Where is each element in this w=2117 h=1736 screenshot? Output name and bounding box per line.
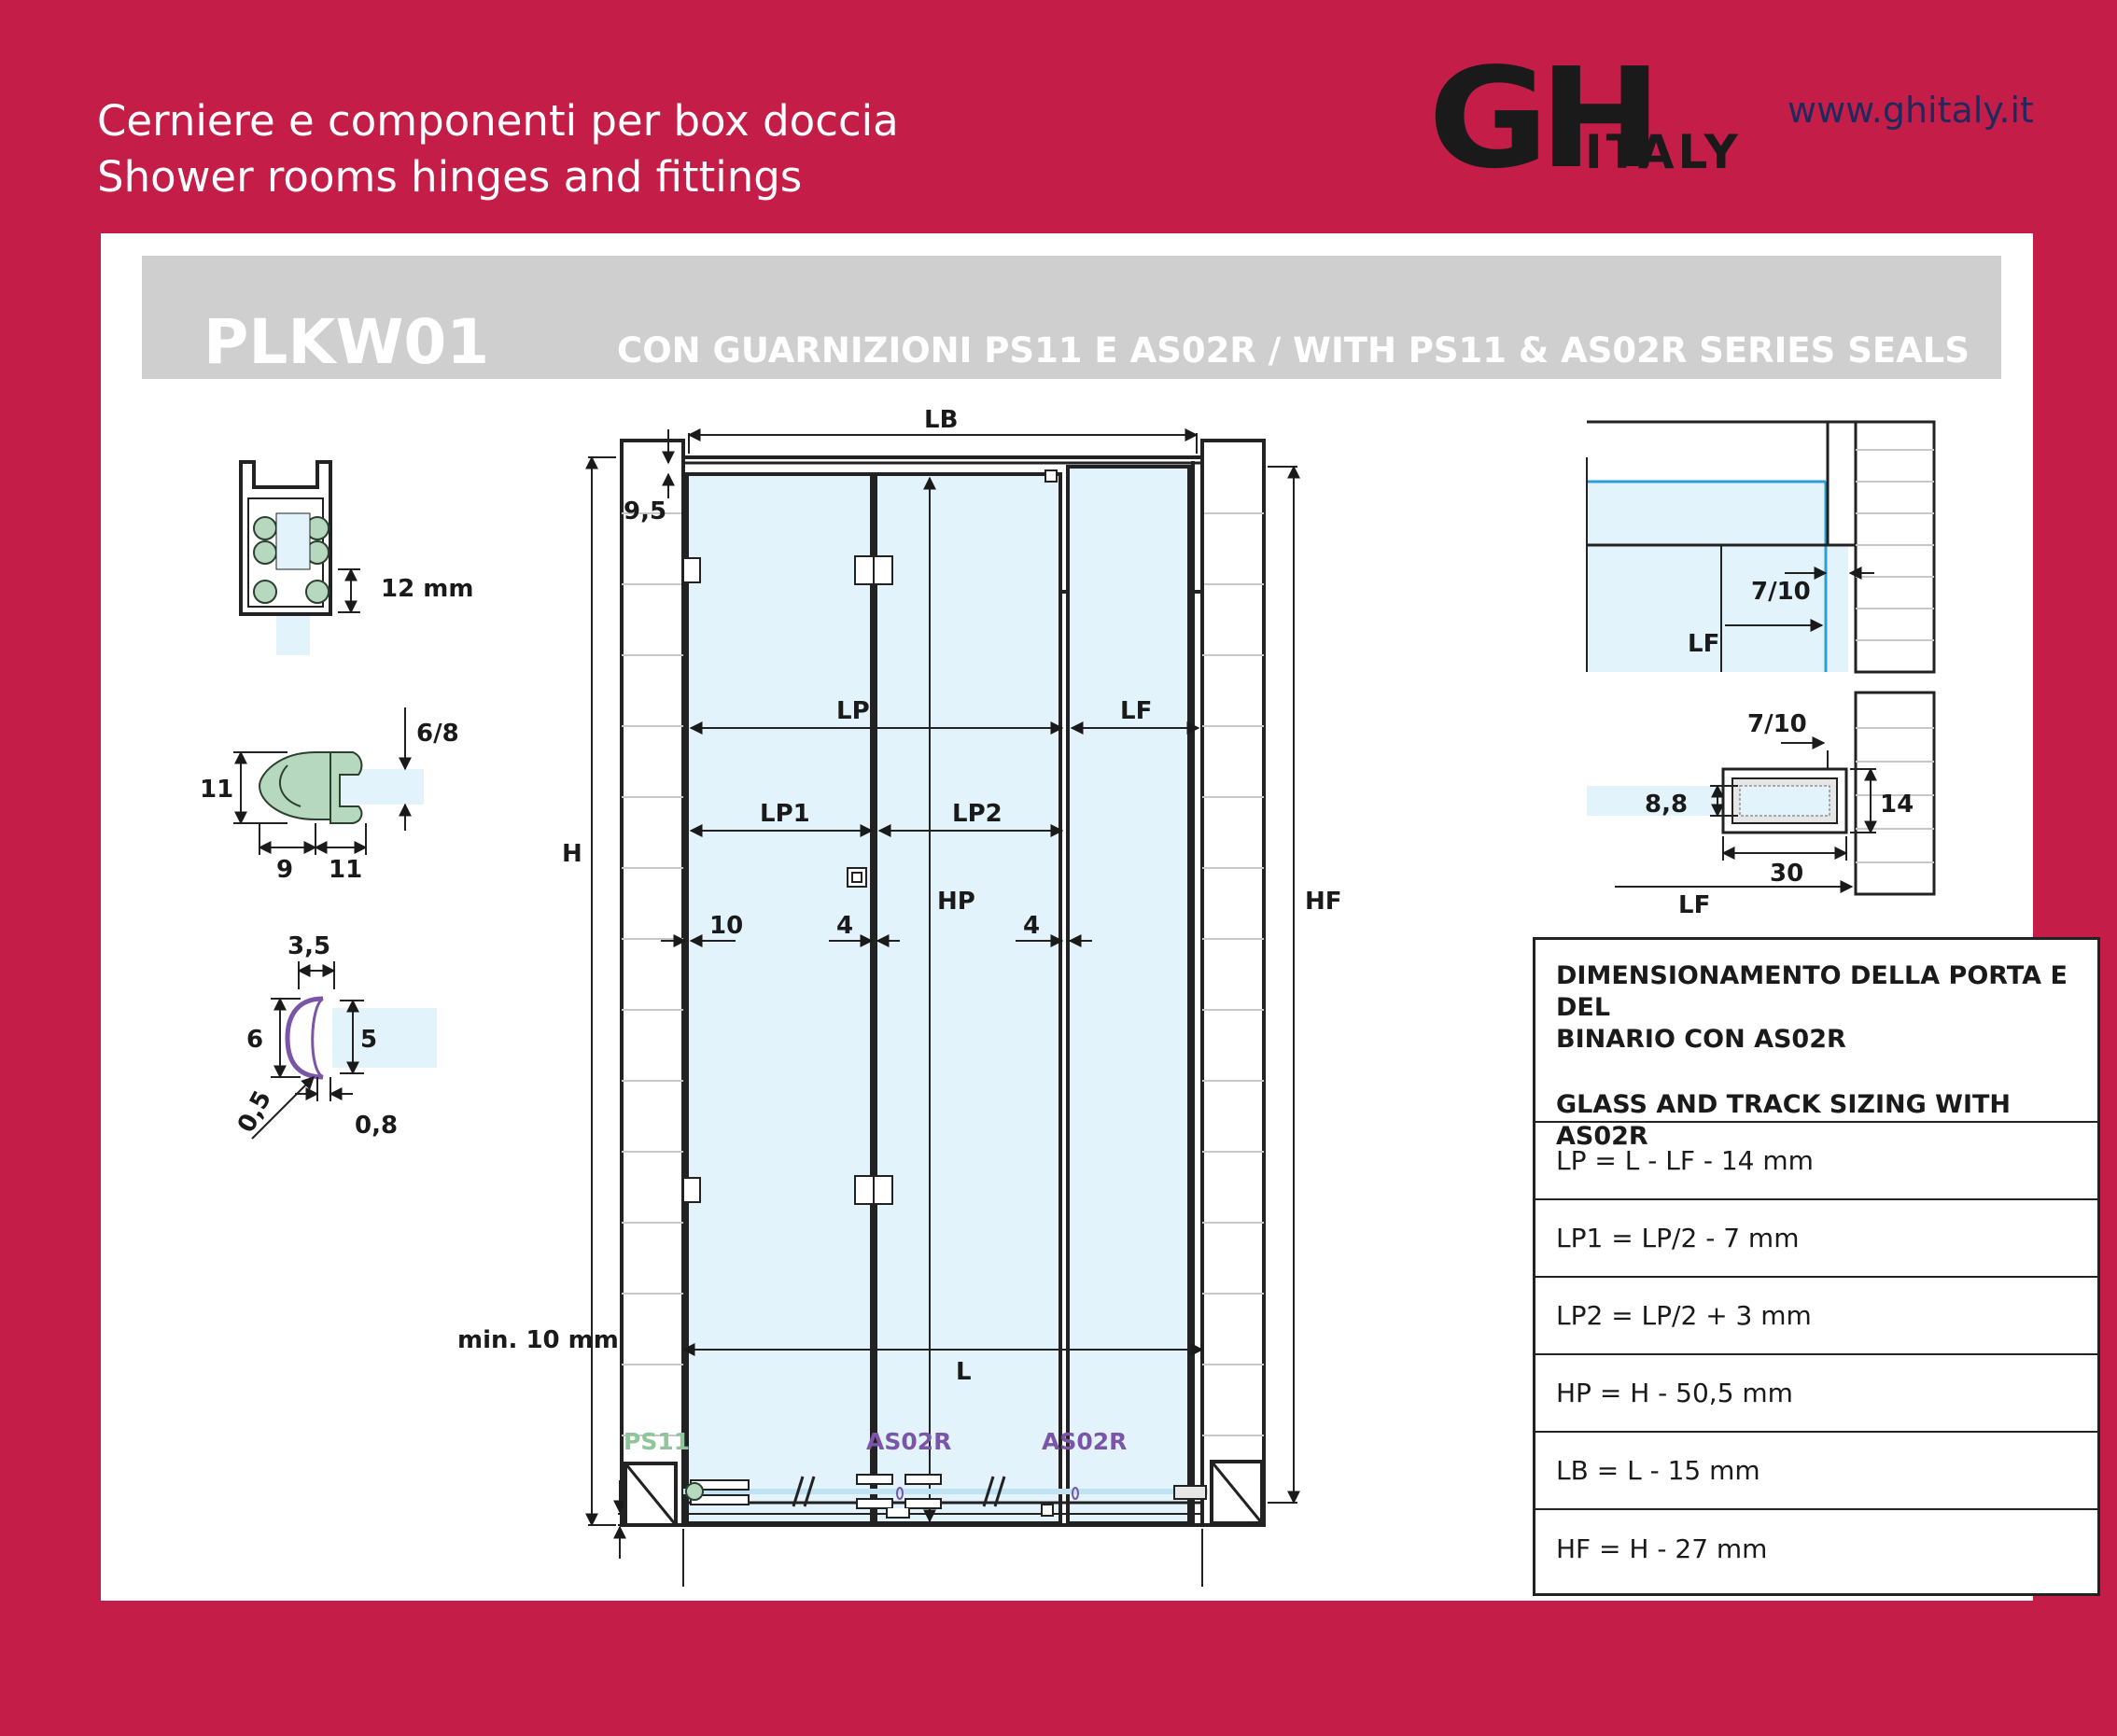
sizing-table: DIMENSIONAMENTO DELLA PORTA E DEL BINARI…	[1533, 937, 2100, 1596]
table-row: LB = L - 15 mm	[1535, 1433, 2097, 1510]
dim-LF: LF	[1120, 697, 1152, 725]
website-url[interactable]: www.ghitaly.it	[1788, 90, 2034, 131]
brand-logo: GH ITALY	[1428, 56, 1742, 177]
detail-bottom-right: 7/10 8,8 14 30 LF	[1587, 691, 1936, 919]
dim-9-5: 9,5	[624, 497, 666, 525]
profile-ps11-seal: 11 6/8 9 11	[200, 707, 459, 884]
detail-top-7-10: 7/10	[1751, 578, 1811, 606]
logo-letters: GH	[1428, 56, 1652, 177]
dim-3-5: 3,5	[287, 932, 330, 960]
table-row: LP1 = LP/2 - 7 mm	[1535, 1200, 2097, 1278]
door-elevation: LB 9,5 H HF HP LP LF LP1	[457, 406, 1342, 1587]
seal-green-right	[305, 516, 329, 604]
plan-view: PS11 AS02R AS02R	[624, 1428, 1264, 1527]
dim-LP: LP	[836, 697, 870, 725]
product-code: PLKW01	[203, 306, 490, 378]
table-title-italian-1: DIMENSIONAMENTO DELLA PORTA E DEL	[1556, 961, 2068, 1022]
detail-bottom-14: 14	[1880, 791, 1914, 819]
product-title-bar: PLKW01 CON GUARNIZIONI PS11 E AS02R / WI…	[142, 256, 2001, 379]
header-title-italian: Cerniere e componenti per box doccia	[97, 96, 899, 146]
table-title-italian-2: BINARIO CON AS02R	[1556, 1025, 1846, 1054]
dim-L: L	[956, 1358, 972, 1386]
dim-HP: HP	[937, 888, 975, 916]
left-wall	[620, 439, 685, 1527]
header-title-english: Shower rooms hinges and fittings	[97, 152, 803, 202]
dim-12mm: 12 mm	[381, 575, 473, 603]
fixed-panel	[1066, 465, 1191, 1525]
detail-bottom-30: 30	[1770, 860, 1803, 888]
product-sheet: PLKW01 CON GUARNIZIONI PS11 E AS02R / WI…	[101, 233, 2100, 1601]
detail-bottom-8-8: 8,8	[1645, 791, 1688, 819]
dim-LP1: LP1	[760, 800, 810, 828]
dim-0-5: 0,5	[232, 1086, 277, 1138]
dim-H: H	[562, 840, 582, 868]
label-ps11: PS11	[624, 1428, 690, 1455]
dim-4-right: 4	[1023, 912, 1040, 940]
dim-9: 9	[276, 856, 293, 884]
technical-drawing: 12 mm 11 6/8 9 11	[200, 406, 1936, 1587]
logo-word: ITALY	[1585, 125, 1742, 177]
table-row: HP = H - 50,5 mm	[1535, 1355, 2097, 1433]
profile-as02r-seal: 3,5 6 5 0,5 0,8	[232, 932, 437, 1140]
hinge-bottom-left	[682, 1177, 701, 1203]
label-as02r-2: AS02R	[1042, 1428, 1127, 1455]
dim-4-left: 4	[836, 912, 853, 940]
right-wall	[1200, 439, 1266, 1527]
dim-6: 6	[246, 1026, 263, 1054]
dim-0-8: 0,8	[355, 1112, 398, 1140]
detail-bottom-LF: LF	[1678, 891, 1710, 919]
door-panel-left	[685, 472, 874, 1525]
dim-11-horizontal: 11	[329, 856, 362, 884]
dim-HF: HF	[1305, 888, 1342, 916]
profile-ps11-section: 12 mm	[239, 460, 473, 655]
dim-5: 5	[360, 1026, 377, 1054]
product-subtitle: CON GUARNIZIONI PS11 E AS02R / WITH PS11…	[617, 330, 1970, 371]
table-title-english: GLASS AND TRACK SIZING WITH AS02R	[1556, 1090, 2012, 1151]
sizing-table-header: DIMENSIONAMENTO DELLA PORTA E DEL BINARI…	[1535, 940, 2097, 1151]
detail-top-right: 7/10 LF	[1586, 420, 1936, 674]
hinge-top-left	[682, 557, 701, 583]
dim-LB: LB	[924, 406, 958, 434]
dim-6-8: 6/8	[416, 720, 459, 748]
detail-top-LF: LF	[1688, 630, 1719, 658]
table-row: LP = L - LF - 14 mm	[1535, 1123, 2097, 1200]
door-handle	[847, 867, 867, 888]
glass-strip	[332, 1008, 437, 1068]
table-row: HF = H - 27 mm	[1556, 1533, 1768, 1564]
dim-LP2: LP2	[952, 800, 1002, 828]
label-as02r-1: AS02R	[866, 1428, 951, 1455]
seal-green-left	[253, 516, 277, 604]
dim-11-vertical: 11	[200, 776, 233, 804]
dim-min-10mm: min. 10 mm	[457, 1326, 619, 1354]
dim-10: 10	[709, 912, 743, 940]
table-row: LP2 = LP/2 + 3 mm	[1535, 1278, 2097, 1355]
detail-bottom-7-10: 7/10	[1747, 710, 1807, 738]
